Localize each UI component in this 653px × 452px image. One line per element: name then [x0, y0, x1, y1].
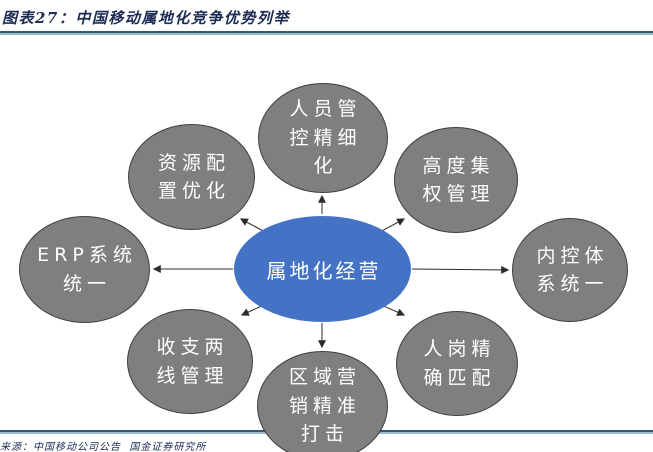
connector-arrows: [152, 194, 510, 349]
node-label: 收支两 线管理: [156, 336, 229, 387]
center-node-localized-operation: 属地化经营: [234, 216, 411, 322]
node-centralized-management: 高度集 权管理: [394, 127, 518, 233]
node-internal-control-system: 内控体 系统一: [512, 218, 628, 322]
title-divider: [0, 31, 653, 35]
node-revenue-expense-lines: 收支两 线管理: [127, 309, 253, 414]
node-regional-marketing: 区域营 销精准 打击: [257, 351, 388, 452]
node-job-person-matching: 人岗精 确匹配: [396, 311, 518, 416]
node-label: 人员管 控精细 化: [289, 98, 362, 178]
arrow-to-right: [411, 265, 510, 274]
node-personnel-control: 人员管 控精细 化: [258, 83, 388, 193]
node-label: 人岗精 确匹配: [423, 338, 496, 389]
node-label: 内控体 系统一: [536, 244, 609, 296]
node-resource-allocation: 资源配 置优化: [128, 124, 255, 230]
node-erp-system: ERP系统 统一: [19, 216, 150, 323]
node-label: 资源配 置优化: [157, 151, 230, 203]
source-note: 来源：中国移动公司公告 国金证券研究所: [0, 442, 207, 452]
node-label: ERP系统 统一: [37, 244, 137, 295]
node-label: 区域营 销精准 打击: [288, 366, 361, 446]
center-node-label: 属地化经营: [266, 258, 382, 283]
node-label: 高度集 权管理: [422, 154, 495, 206]
radial-diagram: 人员管 控精细 化 高度集 权管理 内控体 系统一 人岗精 确匹配 区域营 销精…: [0, 35, 653, 452]
figure-title: 图表27：中国移动属地化竞争优势列举: [2, 9, 290, 27]
